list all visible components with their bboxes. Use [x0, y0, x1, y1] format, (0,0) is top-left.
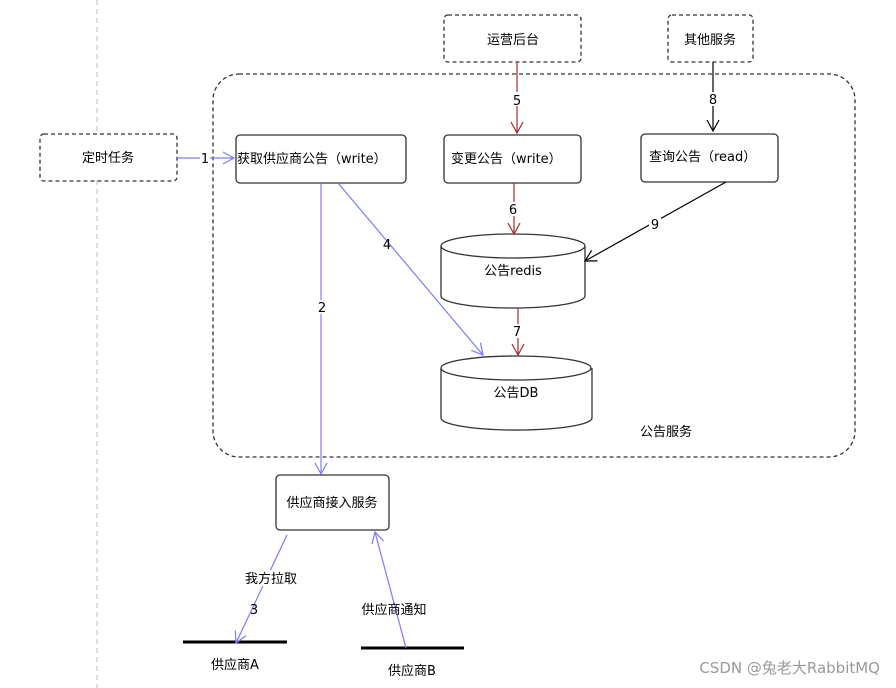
edge-3-caption: 我方拉取	[245, 571, 297, 587]
edge-supplier-notify-caption: 供应商通知	[361, 602, 426, 618]
node-notice-db[interactable]: 公告DB	[440, 355, 593, 431]
node-change-notice[interactable]: 变更公告（write）	[443, 134, 582, 184]
edge-4-label: 4	[383, 238, 391, 253]
edge-9-label: 9	[651, 218, 659, 233]
node-query-notice-label: 查询公告（read）	[649, 150, 756, 165]
edge-6: 6	[507, 183, 521, 236]
node-notice-db-label: 公告DB	[494, 386, 539, 401]
node-scheduled-task-label: 定时任务	[82, 150, 134, 166]
edge-8-label: 8	[709, 93, 717, 108]
node-other-services[interactable]: 其他服务	[667, 14, 754, 63]
notice-service-label: 公告服务	[640, 424, 692, 440]
edge-5: 5	[510, 62, 524, 135]
edge-5-label: 5	[513, 94, 521, 109]
node-scheduled-task[interactable]: 定时任务	[39, 133, 178, 182]
node-ops-backend-label: 运营后台	[487, 33, 539, 48]
edge-1: 1	[177, 151, 236, 167]
node-other-services-label: 其他服务	[684, 32, 736, 48]
node-supplier-access-label: 供应商接入服务	[286, 495, 377, 511]
node-supplier-a[interactable]: 供应商A	[183, 640, 287, 673]
node-supplier-a-label: 供应商A	[211, 657, 259, 673]
edge-supplier-notify: 供应商通知	[361, 530, 427, 649]
node-fetch-supplier-notice[interactable]: 获取供应商公告（write）	[235, 134, 407, 184]
notice-service-container	[212, 73, 856, 458]
node-ops-backend[interactable]: 运营后台	[443, 14, 582, 63]
edge-9: 9	[583, 181, 727, 262]
node-supplier-b-label: 供应商B	[388, 663, 436, 679]
watermark: CSDN @兔老大RabbitMQ	[699, 659, 880, 677]
edge-6-label: 6	[509, 203, 517, 218]
edge-2-label: 2	[318, 301, 326, 316]
edge-1-label: 1	[201, 152, 209, 167]
node-change-notice-label: 变更公告（write）	[451, 151, 562, 167]
edge-3-label: 3	[250, 603, 258, 618]
node-notice-redis[interactable]: 公告redis	[440, 233, 586, 309]
edge-7: 7	[511, 308, 525, 357]
node-supplier-b[interactable]: 供应商B	[361, 646, 464, 679]
edge-7-label: 7	[513, 325, 521, 340]
node-query-notice[interactable]: 查询公告（read）	[640, 133, 779, 183]
edge-4: 4	[337, 182, 484, 356]
edge-3: 我方拉取 3	[234, 534, 302, 645]
node-notice-redis-label: 公告redis	[484, 264, 542, 279]
node-supplier-access[interactable]: 供应商接入服务	[275, 474, 390, 531]
edge-8: 8	[706, 62, 720, 133]
node-fetch-supplier-notice-label: 获取供应商公告（write）	[237, 151, 387, 167]
edge-2: 2	[314, 183, 328, 476]
